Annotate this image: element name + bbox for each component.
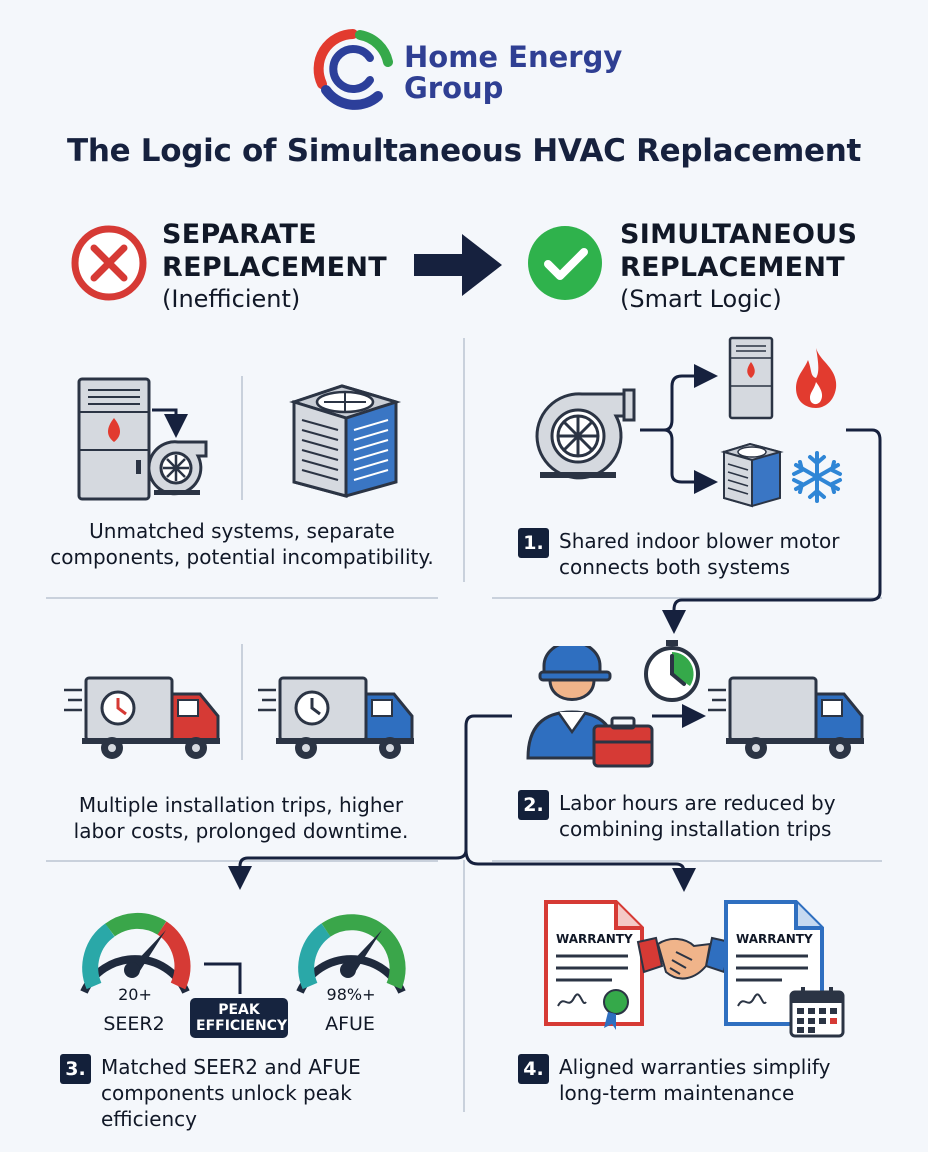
separate-heading-line2: REPLACEMENT xyxy=(162,252,388,283)
peak-efficiency-badge: PEAK EFFICIENCY xyxy=(190,998,288,1038)
separate-heading: SEPARATE REPLACEMENT (Inefficient) xyxy=(162,218,387,314)
truck-red-icon xyxy=(62,672,224,769)
step-3-text: Matched SEER2 and AFUE components unlock… xyxy=(101,1055,361,1131)
flame-icon xyxy=(790,346,842,415)
step-2-number: 2. xyxy=(518,790,549,820)
afue-gauge-icon xyxy=(286,900,416,1015)
brand-logo-icon xyxy=(312,28,394,110)
calendar-icon xyxy=(788,986,846,1043)
shared-blower-icon xyxy=(532,386,642,491)
transition-arrow-icon xyxy=(410,230,506,305)
clock-icon xyxy=(640,638,704,709)
step-2-text: Labor hours are reduced by combining ins… xyxy=(559,791,836,841)
step-3: 3. Matched SEER2 and AFUE components unl… xyxy=(60,1054,450,1132)
warranty-label-left: WARRANTY xyxy=(556,932,633,946)
step-2: 2. Labor hours are reduced by combining … xyxy=(518,790,868,842)
warranty-label-right: WARRANTY xyxy=(736,932,813,946)
afue-name: AFUE xyxy=(325,1013,375,1035)
step-4-number: 4. xyxy=(518,1054,549,1084)
handshake-icon xyxy=(636,932,732,993)
simultaneous-heading-line1: SIMULTANEOUS xyxy=(620,219,858,250)
step-4: 4. Aligned warranties simplify long-term… xyxy=(518,1054,868,1106)
snowflake-icon xyxy=(790,450,844,509)
separate-heading-line1: SEPARATE xyxy=(162,219,317,250)
page-title: The Logic of Simultaneous HVAC Replaceme… xyxy=(66,133,862,169)
brand-name-line1: Home Energy xyxy=(404,40,623,74)
green-check-circle-icon xyxy=(524,222,606,309)
small-furnace-icon xyxy=(728,336,774,425)
step-1-number: 1. xyxy=(518,528,549,558)
simultaneous-subheading: (Smart Logic) xyxy=(620,285,782,313)
afue-value: 98%+ xyxy=(326,985,376,1004)
step-4-text: Aligned warranties simplify long-term ma… xyxy=(559,1055,831,1105)
truck-blue-icon xyxy=(256,672,418,769)
blower-fan-icon xyxy=(147,436,214,501)
brand-name: Home Energy Group xyxy=(404,42,622,104)
brand-name-line2: Group xyxy=(404,71,504,105)
step-1-text: Shared indoor blower motor connects both… xyxy=(559,529,840,579)
step-3-number: 3. xyxy=(60,1054,91,1084)
seer-value: 20+ xyxy=(118,985,152,1004)
simultaneous-heading-line2: REPLACEMENT xyxy=(620,252,846,283)
step-1: 1. Shared indoor blower motor connects b… xyxy=(518,528,868,580)
ac-condenser-icon xyxy=(284,380,406,503)
warranty-doc-red-icon xyxy=(542,898,646,1035)
multiple-trips-caption: Multiple installation trips, higher labo… xyxy=(73,793,409,843)
seer-name: SEER2 xyxy=(103,1013,165,1035)
separate-systems-caption: Unmatched systems, separate components, … xyxy=(50,519,434,569)
truck-single-icon xyxy=(706,672,868,769)
small-ac-icon xyxy=(720,440,784,513)
separate-subheading: (Inefficient) xyxy=(162,285,301,313)
red-x-circle-icon xyxy=(68,222,150,309)
seer-gauge-icon xyxy=(70,900,200,1015)
furnace-icon xyxy=(76,376,152,507)
technician-icon xyxy=(524,640,656,777)
simultaneous-heading: SIMULTANEOUS REPLACEMENT (Smart Logic) xyxy=(620,218,857,314)
